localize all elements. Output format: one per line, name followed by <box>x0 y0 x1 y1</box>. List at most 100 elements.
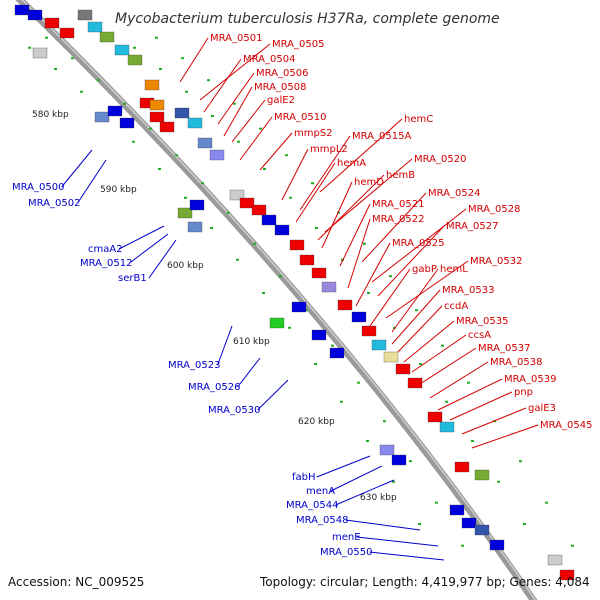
tick-dot <box>236 258 239 261</box>
leader-line-right <box>317 174 385 241</box>
tick-dot <box>28 46 31 49</box>
gene-label-right: pnp <box>514 387 533 398</box>
gene-feature <box>239 197 255 209</box>
tick-dot <box>389 275 392 278</box>
gene-feature <box>329 347 345 359</box>
gene-label-right: MRA_0532 <box>470 256 522 267</box>
leader-line-right <box>377 225 445 297</box>
leader-line-right <box>299 135 351 211</box>
kbp-tick-label: 600 kbp <box>167 261 204 271</box>
tick-dot <box>461 544 464 547</box>
tick-dot <box>363 242 366 245</box>
gene-label-left: MRA_0502 <box>28 198 80 209</box>
gene-label-right: MRA_0528 <box>468 204 520 215</box>
tick-dot <box>383 420 386 423</box>
map-title: Mycobacterium tuberculosis H37Ra, comple… <box>115 11 500 27</box>
gene-label-right: MRA_0525 <box>392 238 444 249</box>
gene-feature <box>251 204 267 216</box>
tick-dot <box>211 115 214 117</box>
gene-label-right: hemD <box>354 177 384 188</box>
leader-line-left <box>217 325 233 366</box>
gene-label-right: MRA_0501 <box>210 33 262 44</box>
tick-dot <box>418 523 421 525</box>
leader-line-right <box>369 268 411 327</box>
gene-label-left: fabH <box>292 472 316 483</box>
gene-feature <box>274 224 290 236</box>
gene-feature <box>361 325 377 337</box>
leader-line-right <box>319 118 403 193</box>
tick-dot <box>367 292 370 294</box>
leader-line-left <box>356 536 439 547</box>
tick-dot <box>497 480 500 483</box>
tick-dot <box>185 90 188 93</box>
gene-label-right: hemL <box>440 264 468 275</box>
tick-dot <box>331 344 334 347</box>
leader-line-right <box>471 424 539 449</box>
tick-dot <box>233 102 236 105</box>
gene-label-right: MRA_0520 <box>414 154 466 165</box>
tick-dot <box>415 309 418 312</box>
gene-label-right: MRA_0505 <box>272 39 324 50</box>
gene-label-right: MRA_0515A <box>352 131 411 142</box>
backbone-highlight <box>21 0 537 600</box>
leader-line-left <box>118 225 165 250</box>
tick-dot <box>159 68 162 70</box>
leader-line-right <box>203 58 242 113</box>
leader-line-right <box>411 334 467 373</box>
gene-label-left: menE <box>332 532 361 543</box>
leader-line-left <box>369 551 445 561</box>
tick-dot <box>435 501 438 504</box>
leader-line-right <box>223 86 253 137</box>
kbp-tick-label: 580 kbp <box>32 110 69 120</box>
tick-dot <box>132 140 135 143</box>
gene-feature <box>454 461 470 473</box>
gene-feature <box>311 267 327 279</box>
gene-feature <box>449 504 465 516</box>
tick-dot <box>237 140 240 143</box>
leader-line-right <box>391 289 441 345</box>
leader-line-right <box>179 37 209 83</box>
gene-label-right: hemC <box>404 114 433 125</box>
kbp-tick-label: 590 kbp <box>100 185 137 195</box>
tick-dot <box>97 79 100 82</box>
tick-dot <box>181 57 184 60</box>
gene-feature <box>474 469 490 481</box>
gene-feature <box>77 9 93 21</box>
gene-label-right: MRA_0521 <box>372 199 424 210</box>
gene-label-right: MRA_0539 <box>504 374 556 385</box>
gene-label-left: MRA_0548 <box>296 515 348 526</box>
gene-feature <box>187 117 203 129</box>
tick-dot <box>155 36 158 39</box>
gene-feature <box>32 47 48 59</box>
gene-feature <box>299 254 315 266</box>
gene-feature <box>187 221 203 233</box>
gene-label-left: cmaA2 <box>88 244 123 255</box>
leader-line-right <box>391 268 439 333</box>
leader-line-right <box>437 378 503 411</box>
tick-dot <box>445 400 448 403</box>
gene-feature <box>197 137 213 149</box>
gene-label-left: MRA_0500 <box>12 182 64 193</box>
tick-dot <box>279 275 282 278</box>
gene-label-right: MRA_0504 <box>243 54 295 65</box>
gene-label-left: serB1 <box>118 273 147 284</box>
gene-label-right: MRA_0508 <box>254 82 306 93</box>
gene-feature <box>489 539 505 551</box>
leader-line-left <box>316 455 371 478</box>
tick-dot <box>289 196 292 199</box>
gene-feature <box>439 421 455 433</box>
leader-line-right <box>324 158 413 233</box>
gene-label-right: hemB <box>386 170 415 181</box>
tick-dot <box>305 309 308 312</box>
tick-dot <box>45 36 48 39</box>
leader-line-left <box>330 465 383 492</box>
gene-label-left: MRA_0526 <box>188 382 240 393</box>
kbp-tick-label: 630 kbp <box>360 493 397 503</box>
gene-feature <box>289 239 305 251</box>
gene-label-right: MRA_0533 <box>442 285 494 296</box>
tick-dot <box>419 363 422 365</box>
gene-label-right: MRA_0510 <box>274 112 326 123</box>
gene-feature <box>427 411 443 423</box>
leader-line-right <box>429 361 489 399</box>
leader-line-left <box>237 357 261 388</box>
